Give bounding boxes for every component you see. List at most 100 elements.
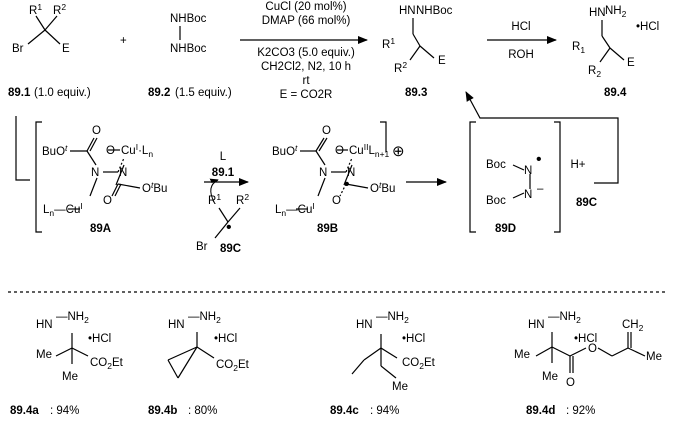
structure-89-1 xyxy=(27,15,61,45)
structure-89-4a xyxy=(55,333,89,364)
svg-text:R2: R2 xyxy=(394,60,407,75)
structure-89-2-top: NHBoc xyxy=(170,13,207,25)
reagent-dmap: DMAP (66 mol%) xyxy=(262,15,351,27)
svg-text:R1: R1 xyxy=(572,41,585,55)
svg-text:N: N xyxy=(119,167,127,179)
compound-89-4-id: 89.4 xyxy=(604,87,627,99)
svg-text:—NH2: —NH2 xyxy=(188,311,221,325)
svg-text:—NH2: —NH2 xyxy=(548,311,581,325)
svg-text:•: • xyxy=(536,151,542,168)
svg-text:CO2Et: CO2Et xyxy=(402,357,436,371)
svg-text:•HCl: •HCl xyxy=(402,333,425,345)
svg-text:•HCl: •HCl xyxy=(214,333,237,345)
svg-text:OtBu: OtBu xyxy=(370,180,395,195)
svg-text:CO2Et: CO2Et xyxy=(216,359,250,373)
svg-text:R2: R2 xyxy=(53,2,66,17)
reagent-roh: ROH xyxy=(508,49,534,61)
svg-text:N: N xyxy=(319,167,327,179)
compound-89-1-id: 89.1 xyxy=(8,87,31,99)
compound-89-2-id: 89.2 xyxy=(148,87,170,99)
svg-text:CuI·Ln: CuI·Ln xyxy=(121,142,153,159)
svg-text:OtBu: OtBu xyxy=(142,180,167,195)
svg-text:CuIILn+1: CuIILn+1 xyxy=(349,142,390,159)
structure-89-3-labels: HN NHBoc R1 E R2 xyxy=(382,5,453,75)
compound-89-3-id: 89.3 xyxy=(405,87,427,99)
svg-text:Br: Br xyxy=(196,241,208,253)
label-89d: 89D xyxy=(495,223,516,235)
svg-text:—NH2: —NH2 xyxy=(376,311,409,325)
cycle-return-line xyxy=(465,91,619,184)
structure-89-4c-labels: HN —NH2 •HCl CO2Et Me xyxy=(356,311,436,393)
structure-89b xyxy=(296,137,369,210)
svg-text:O: O xyxy=(588,343,597,355)
svg-text:HN: HN xyxy=(36,319,53,331)
svg-text:Ln—CuI: Ln—CuI xyxy=(275,201,315,218)
svg-text:Me: Me xyxy=(542,371,558,383)
svg-text:BuOt: BuOt xyxy=(42,143,68,158)
svg-text:Me: Me xyxy=(62,371,78,383)
svg-text:HN: HN xyxy=(399,5,416,17)
svg-text:O: O xyxy=(92,125,101,137)
label-89a: 89A xyxy=(90,223,111,235)
bromine-atom: Br xyxy=(12,43,24,55)
svg-text:N: N xyxy=(347,167,355,179)
product-89-4b-id: 89.4b xyxy=(148,405,177,417)
ligand-id: 89.1 xyxy=(212,167,235,179)
svg-text:O: O xyxy=(103,195,112,207)
product-89-4a-yield: : 94% xyxy=(50,405,79,417)
product-89-4d-id: 89.4d xyxy=(526,405,555,417)
svg-text:•HCl: •HCl xyxy=(636,21,659,33)
structure-89-4d xyxy=(535,332,646,373)
svg-text:Ln—CuI: Ln—CuI xyxy=(43,201,83,218)
cationic-charge: ⊕ xyxy=(392,143,405,160)
svg-text:Boc: Boc xyxy=(486,159,506,171)
structure-89-4d-labels: HN —NH2 •HCl Me Me O O CH2 Me xyxy=(514,311,662,389)
bracket-89d-right xyxy=(554,121,561,233)
svg-text:—NH2: —NH2 xyxy=(56,311,89,325)
svg-text:Me: Me xyxy=(36,349,52,361)
svg-text:–: – xyxy=(537,183,544,195)
svg-text:R1: R1 xyxy=(29,2,42,17)
svg-text:•: • xyxy=(226,219,232,236)
svg-text:E: E xyxy=(438,55,446,67)
cycle-line-left xyxy=(15,116,30,181)
svg-text:Me: Me xyxy=(646,351,662,363)
label-89c-cycle: 89C xyxy=(576,197,597,209)
structure-89-1-labels: R1 R2 Br E xyxy=(12,2,70,55)
svg-text:N: N xyxy=(524,189,532,201)
svg-text:•: • xyxy=(344,176,350,193)
svg-text:HN: HN xyxy=(356,319,373,331)
svg-text:O: O xyxy=(335,145,344,157)
structure-89-4a-labels: HN —NH2 •HCl Me CO2Et Me xyxy=(36,311,124,383)
svg-text:•HCl: •HCl xyxy=(88,333,111,345)
structure-89a xyxy=(68,137,141,210)
bracket-complex-89b xyxy=(380,121,387,152)
reagent-cucl: CuCl (20 mol%) xyxy=(265,1,346,13)
svg-text:O: O xyxy=(332,195,341,207)
structure-89a-labels: BuOt O O CuI·Ln N N Ln—CuI O OtBu xyxy=(42,125,167,218)
structure-89-4b xyxy=(167,332,215,379)
product-89-4c-id: 89.4c xyxy=(330,405,359,417)
product-89-4a-id: 89.4a xyxy=(10,405,39,417)
structure-89d xyxy=(512,164,531,199)
structure-89-2-bottom: NHBoc xyxy=(170,43,207,55)
structure-89d-labels: Boc N • Boc N – xyxy=(486,151,544,207)
reagent-hcl: HCl xyxy=(511,21,530,33)
svg-text:Me: Me xyxy=(514,349,530,361)
svg-text:R2: R2 xyxy=(588,65,601,79)
product-89-4d-yield: : 92% xyxy=(566,405,595,417)
ligand-label: L xyxy=(220,151,227,163)
e-group: E xyxy=(62,43,70,55)
svg-text:HN: HN xyxy=(168,319,185,331)
product-89-4c-yield: : 94% xyxy=(370,405,399,417)
structure-89-4 xyxy=(599,20,625,63)
compound-89-2-amount: (1.5 equiv.) xyxy=(175,87,232,99)
svg-text:HN: HN xyxy=(528,319,545,331)
svg-text:R2: R2 xyxy=(236,192,249,207)
compound-89-1-amount: (1.0 equiv.) xyxy=(34,87,91,99)
reagent-e-definition: E = CO2R xyxy=(280,89,333,101)
structure-89-4c xyxy=(351,334,398,379)
svg-text:CO2Et: CO2Et xyxy=(90,357,124,371)
label-89b: 89B xyxy=(317,223,338,235)
